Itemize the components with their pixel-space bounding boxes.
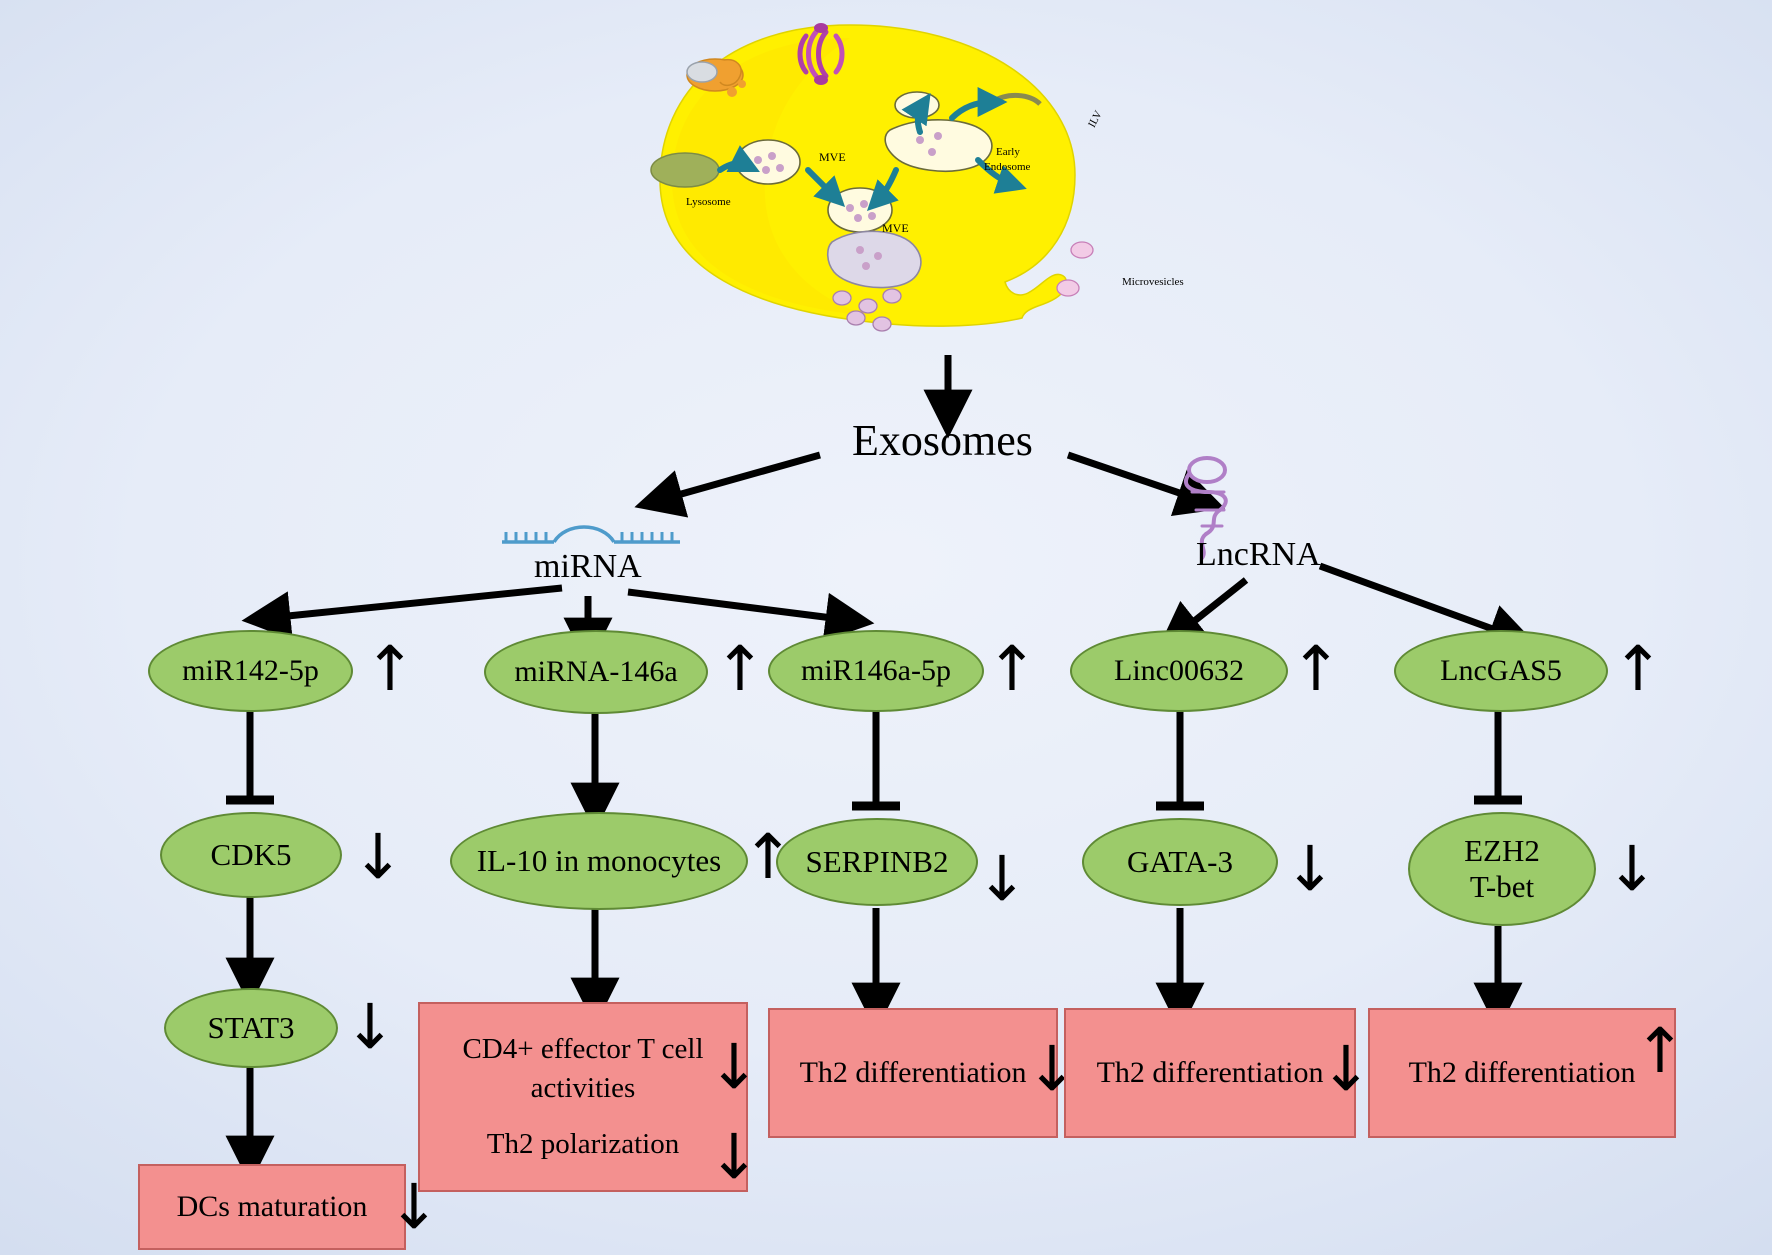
outcome-cd4-line1: CD4+ effector T cell [462, 1032, 704, 1065]
trend-th2-polarization: ↓ [708, 1120, 760, 1193]
node-mir146a-5p-label: miR146a-5p [801, 653, 951, 687]
node-linc00632-label: Linc00632 [1114, 653, 1244, 687]
cell-label-endosome: Endosome [984, 161, 1031, 173]
node-gata3-label: GATA-3 [1126, 844, 1233, 880]
node-ezh2-tbet[interactable]: EZH2 T-bet [1408, 812, 1596, 926]
outcome-th2-diff-b3[interactable]: Th2 differentiation [768, 1008, 1058, 1138]
trend-cd4-activities: ↓ [708, 1030, 760, 1103]
node-mir146a-5p[interactable]: miR146a-5p [768, 630, 984, 712]
node-stat3[interactable]: STAT3 [164, 988, 338, 1068]
node-cdk5-label: CDK5 [210, 837, 292, 873]
edge-mirna-to-b3 [627, 588, 875, 642]
early-endosome-icon [884, 119, 993, 172]
outcome-th2-diff-b5-label: Th2 differentiation [1408, 1055, 1636, 1089]
trend-cdk5: ↓ [352, 820, 404, 893]
cell-inner-shade [672, 38, 870, 316]
lncrna-label: LncRNA [1196, 536, 1321, 573]
outcome-dcs-maturation-label: DCs maturation [176, 1189, 368, 1223]
node-cdk5[interactable]: CDK5 [160, 812, 342, 898]
node-serpinb2-label: SERPINB2 [805, 844, 949, 880]
mirna-icon [496, 520, 686, 560]
cell-label-lysosome: Lysosome [686, 196, 731, 208]
outcome-th2-diff-b3-label: Th2 differentiation [799, 1055, 1027, 1089]
cell-label-early: Early [996, 146, 1020, 158]
trend-ezh2-tbet: ↓ [1606, 832, 1658, 905]
node-il10-monocytes[interactable]: IL-10 in monocytes [450, 812, 748, 910]
node-ezh2-label: EZH2 [1464, 833, 1540, 869]
trend-serpinb2: ↓ [976, 842, 1028, 915]
golgi-icon [797, 23, 845, 85]
trend-mirna-146a: ↑ [714, 632, 766, 705]
node-mirna-146a-label: miRNA-146a [514, 654, 678, 688]
outcome-th2-diff-b5[interactable]: Th2 differentiation [1368, 1008, 1676, 1138]
outcome-dcs-maturation[interactable]: DCs maturation [138, 1164, 406, 1250]
node-mirna-146a[interactable]: miRNA-146a [484, 630, 708, 714]
edge-mirna-to-b1 [241, 584, 563, 641]
node-gata3[interactable]: GATA-3 [1082, 818, 1278, 906]
edge-exosomes-to-mirna [634, 451, 821, 518]
outcome-cd4-line2: activities [530, 1072, 636, 1105]
trend-gata3: ↓ [1284, 832, 1336, 905]
cell-illustration [620, 10, 1140, 350]
node-mir142-5p-label: miR142-5p [182, 653, 319, 687]
trend-th2-diff-b5: ↑ [1634, 1014, 1686, 1087]
lncrna-icon [1162, 452, 1252, 562]
trend-th2-diff-b4: ↓ [1320, 1032, 1372, 1105]
cell-label-mve-1: MVE [819, 150, 846, 164]
trend-mir146a-5p: ↑ [986, 632, 1038, 705]
trend-stat3: ↓ [344, 990, 396, 1063]
mirna-label: miRNA [534, 548, 642, 585]
node-linc00632[interactable]: Linc00632 [1070, 630, 1288, 712]
outcome-cd4-th2[interactable]: CD4+ effector T cell activities Th2 pola… [418, 1002, 748, 1192]
cell-label-microvesicles: Microvesicles [1122, 276, 1184, 288]
node-il10-monocytes-label: IL-10 in monocytes [476, 843, 722, 879]
node-lncgas5-label: LncGAS5 [1440, 653, 1562, 687]
trend-lncgas5: ↑ [1612, 632, 1664, 705]
organelle-icon [686, 58, 746, 97]
node-mir142-5p[interactable]: miR142-5p [148, 630, 353, 712]
node-lncgas5[interactable]: LncGAS5 [1394, 630, 1608, 712]
exosome-release-icon [826, 230, 922, 289]
trend-linc00632: ↑ [1290, 632, 1342, 705]
node-serpinb2[interactable]: SERPINB2 [776, 818, 978, 906]
exosomes-label: Exosomes [852, 416, 1033, 465]
outcome-cd4-line3: Th2 polarization [486, 1127, 680, 1160]
trend-mir142-5p: ↑ [364, 632, 416, 705]
cell-label-mve-2: MVE [882, 221, 909, 235]
edge-lncrna-to-b4 [1157, 577, 1249, 651]
node-stat3-label: STAT3 [207, 1010, 295, 1046]
lysosome-icon [650, 152, 720, 188]
node-tbet-label: T-bet [1469, 869, 1535, 904]
released-exosomes-icon [832, 288, 902, 332]
edge-lncrna-to-b5 [1318, 562, 1537, 652]
transport-arrows-icon [717, 87, 1027, 212]
microvesicles-icon [1056, 241, 1094, 297]
outcome-th2-diff-b4-label: Th2 differentiation [1096, 1055, 1324, 1089]
outcome-th2-diff-b4[interactable]: Th2 differentiation [1064, 1008, 1356, 1138]
cell-svg [650, 23, 1094, 332]
